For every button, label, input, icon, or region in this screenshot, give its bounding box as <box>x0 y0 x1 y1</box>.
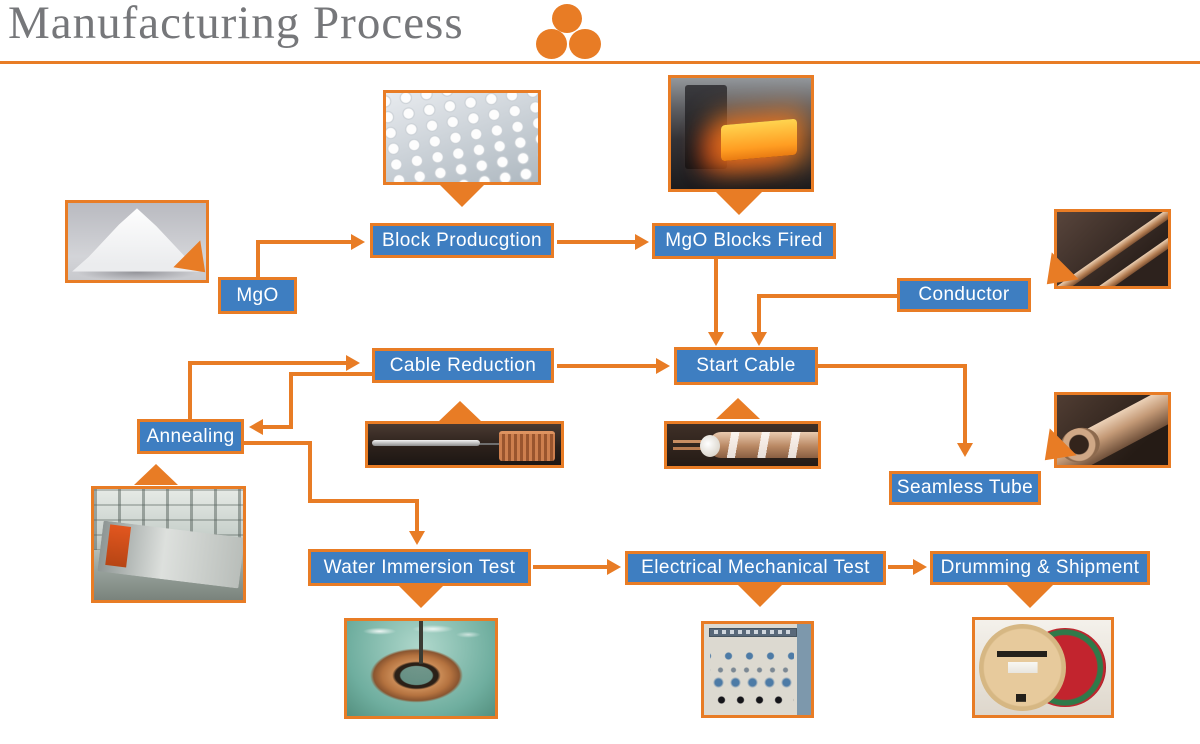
arrowhead-icon <box>346 355 360 371</box>
node-seamless-tube: Seamless Tube <box>889 471 1041 505</box>
arrow-segment <box>714 259 718 332</box>
start-cable-photo <box>664 421 821 469</box>
annealing-photo <box>91 486 246 603</box>
arrowhead-icon <box>635 234 649 250</box>
conductor-art <box>1057 212 1168 286</box>
logo-dot-left-icon <box>536 29 567 59</box>
logo-dot-right-icon <box>569 29 601 59</box>
callout-down-mgo-fired-icon <box>716 192 762 215</box>
arrowhead-icon <box>249 419 263 435</box>
arrow-segment <box>415 499 419 532</box>
cable-reduction-photo <box>365 421 564 468</box>
callout-down-water-test-icon <box>398 585 444 608</box>
arrow-segment <box>888 565 915 569</box>
arrow-segment <box>759 294 897 298</box>
node-water-immersion-test: Water Immersion Test <box>308 549 531 586</box>
conductor-photo <box>1054 209 1171 289</box>
node-block-production: Block Producgtion <box>370 223 554 258</box>
arrowhead-icon <box>913 559 927 575</box>
arrow-segment <box>244 441 312 445</box>
cable-drum-art <box>975 620 1111 715</box>
arrowhead-icon <box>751 332 767 346</box>
electrical-test-photo <box>701 621 814 718</box>
arrowhead-icon <box>708 332 724 346</box>
arrow-segment <box>818 364 967 368</box>
arrowhead-icon <box>957 443 973 457</box>
start-cable-art <box>667 424 818 466</box>
water-immersion-art <box>347 621 495 716</box>
callout-down-drumming-icon <box>1007 585 1053 608</box>
annealing-art <box>94 489 243 600</box>
water-immersion-photo <box>344 618 498 719</box>
arrow-segment <box>308 499 419 503</box>
node-mgo: MgO <box>218 277 297 314</box>
node-mgo-blocks-fired: MgO Blocks Fired <box>652 223 836 259</box>
cable-reduction-art <box>368 424 561 465</box>
arrow-segment <box>557 240 635 244</box>
node-start-cable: Start Cable <box>674 347 818 385</box>
arrow-segment <box>308 441 312 501</box>
block-production-art <box>386 93 538 182</box>
arrow-segment <box>289 372 372 376</box>
arrow-segment <box>188 361 346 365</box>
callout-up-annealing-icon <box>134 464 178 485</box>
callout-down-electrical-test-icon <box>737 584 783 607</box>
seamless-tube-art <box>1057 395 1168 465</box>
title-underline <box>0 61 1200 64</box>
arrow-segment <box>256 243 260 279</box>
arrow-segment <box>533 565 609 569</box>
arrow-segment <box>289 372 293 426</box>
arrowhead-icon <box>351 234 365 250</box>
mgo-powder-art <box>68 203 206 280</box>
arrow-segment <box>256 240 351 244</box>
mgo-blocks-fired-art <box>671 78 811 189</box>
logo-dot-top-icon <box>552 4 582 33</box>
seamless-tube-photo <box>1054 392 1171 468</box>
arrowhead-icon <box>656 358 670 374</box>
arrow-segment <box>963 364 967 445</box>
node-annealing: Annealing <box>137 419 244 454</box>
node-cable-reduction: Cable Reduction <box>372 348 554 383</box>
cable-drum-photo <box>972 617 1114 718</box>
arrow-segment <box>263 425 293 429</box>
node-electrical-mechanical-test: Electrical Mechanical Test <box>625 551 886 585</box>
arrowhead-icon <box>409 531 425 545</box>
arrowhead-icon <box>607 559 621 575</box>
callout-down-block-production-icon <box>439 184 485 207</box>
block-production-photo <box>383 90 541 185</box>
arrow-segment <box>557 364 656 368</box>
electrical-test-art <box>704 624 811 715</box>
mgo-blocks-fired-photo <box>668 75 814 192</box>
callout-up-start-cable-icon <box>716 398 760 419</box>
arrow-segment <box>757 294 761 333</box>
node-conductor: Conductor <box>897 278 1031 312</box>
node-drumming-shipment: Drumming & Shipment <box>930 551 1150 585</box>
callout-up-cable-reduction-icon <box>438 401 482 422</box>
arrow-segment <box>188 361 192 419</box>
page-title: Manufacturing Process <box>8 0 464 49</box>
mgo-powder-photo <box>65 200 209 283</box>
